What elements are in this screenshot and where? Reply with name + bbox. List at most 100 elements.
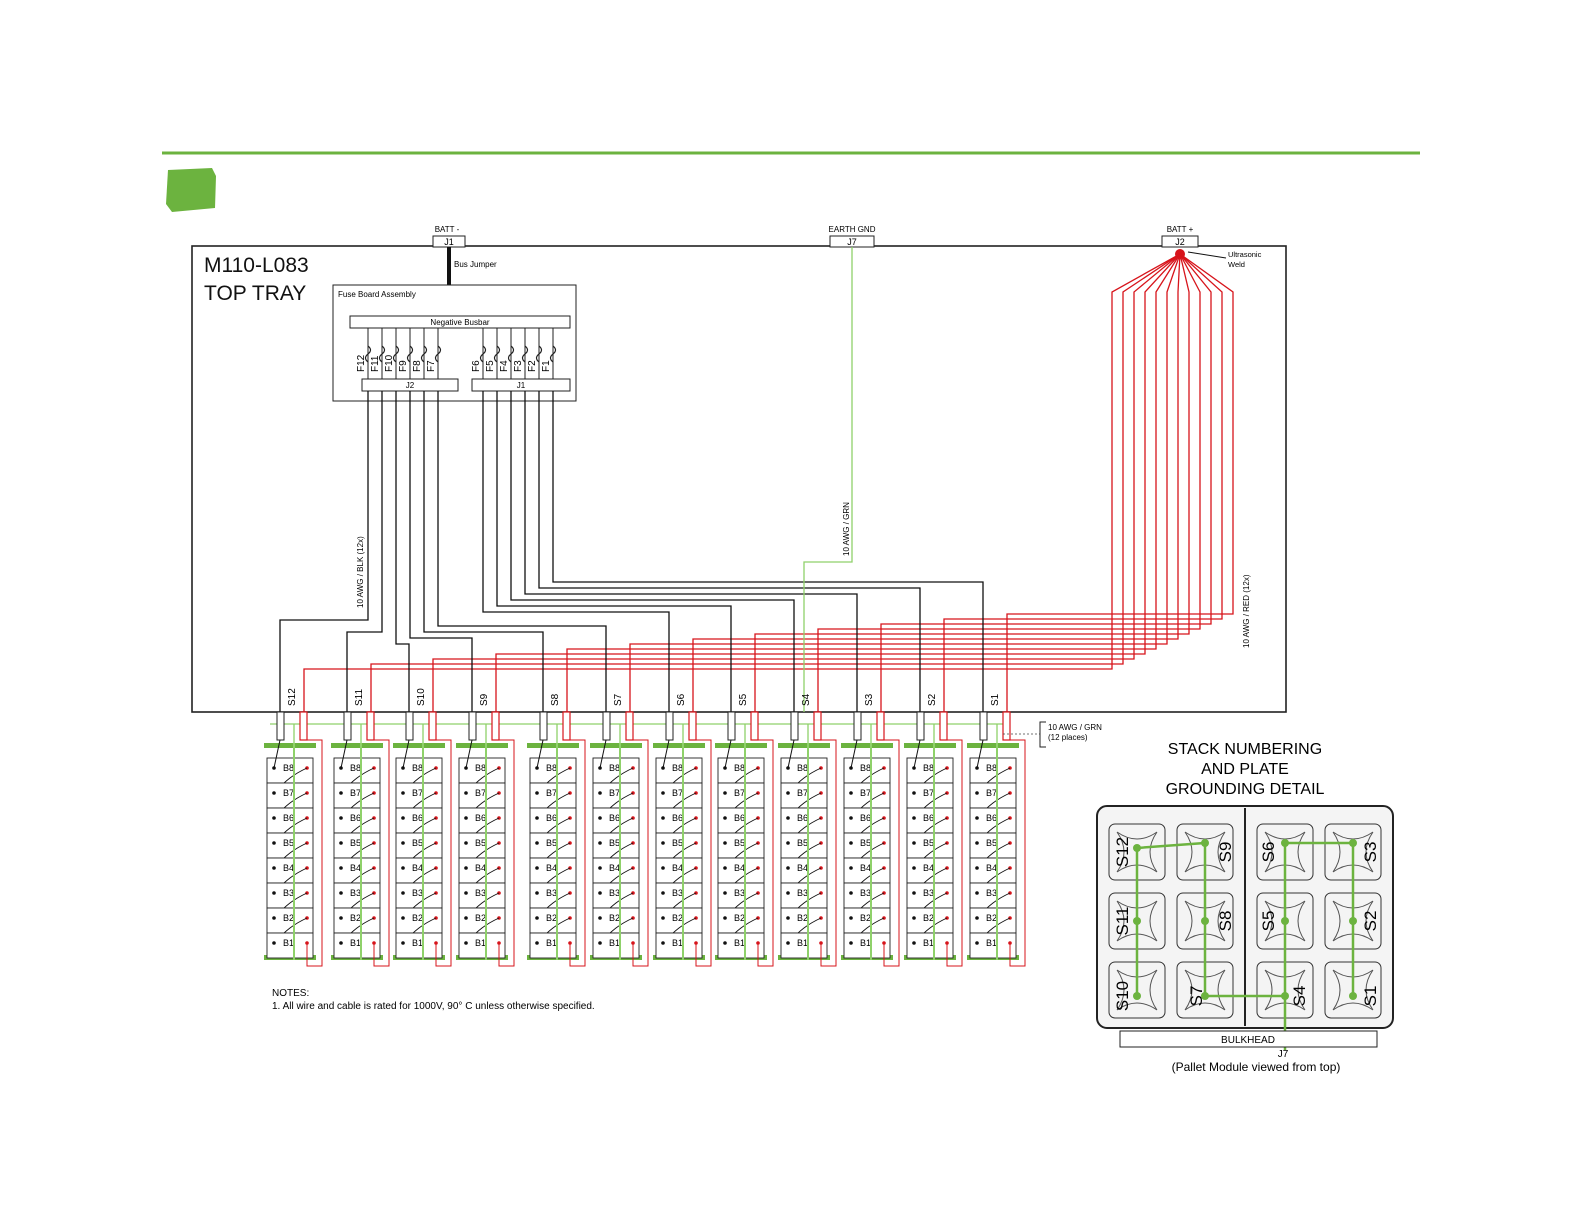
- battery-cell: [906, 932, 954, 959]
- cell-negative-terminal: [723, 916, 727, 920]
- cell-negative-terminal: [912, 866, 916, 870]
- cell-negative-terminal: [849, 816, 853, 820]
- stack-plate-top: [715, 743, 767, 748]
- battery-label: B6: [923, 813, 934, 823]
- cell-negative-terminal: [464, 941, 468, 945]
- battery-label: B7: [923, 788, 934, 798]
- fuse-label: F8: [412, 360, 423, 372]
- battery-label: B1: [609, 938, 620, 948]
- battery-label: B3: [412, 888, 423, 898]
- cell-negative-terminal: [975, 891, 979, 895]
- pallet-stack-label: S8: [1216, 911, 1235, 932]
- cell-negative-terminal: [464, 816, 468, 820]
- cell-negative-terminal: [339, 941, 343, 945]
- battery-label: B5: [672, 838, 683, 848]
- cell-negative-terminal: [535, 891, 539, 895]
- battery-cell: [458, 807, 506, 834]
- cell-negative-terminal: [975, 816, 979, 820]
- battery-label: B7: [734, 788, 745, 798]
- stack-positive-lead: [373, 739, 390, 967]
- stack-label: S5: [738, 693, 749, 706]
- stack-positive-lead: [632, 739, 649, 967]
- negative-post: [916, 711, 925, 741]
- weld-label: Weld: [1228, 260, 1245, 269]
- battery-cell: [655, 807, 703, 834]
- cell-negative-terminal: [661, 791, 665, 795]
- negative-post: [276, 711, 285, 741]
- red-wire: [1006, 253, 1234, 712]
- fuse-symbol: [479, 345, 487, 363]
- battery-label: B2: [546, 913, 557, 923]
- red-wire: [566, 253, 1181, 712]
- battery-label: B2: [672, 913, 683, 923]
- battery-cell: [717, 832, 765, 859]
- battery-cell: [333, 857, 381, 884]
- cell-negative-terminal: [598, 816, 602, 820]
- battery-cell: [395, 857, 443, 884]
- battery-label: B3: [283, 888, 294, 898]
- positive-post: [366, 711, 375, 741]
- battery-label: B1: [283, 938, 294, 948]
- pallet-stack-label: S1: [1361, 986, 1380, 1007]
- battery-label: B3: [797, 888, 808, 898]
- positive-post: [688, 711, 697, 741]
- battery-cell: [780, 882, 828, 909]
- stack-plate-top: [264, 743, 316, 748]
- battery-cell: [458, 932, 506, 959]
- stack-negative-lead: [976, 739, 984, 769]
- stack-plate-top: [653, 743, 705, 748]
- cell-negative-terminal: [401, 816, 405, 820]
- cell-negative-terminal: [535, 866, 539, 870]
- fuse-symbol: [493, 345, 501, 363]
- battery-label: B6: [475, 813, 486, 823]
- stack-label: S6: [676, 693, 687, 706]
- stack-label: S11: [354, 689, 365, 706]
- battery-label: B6: [672, 813, 683, 823]
- stack-plate-top: [904, 743, 956, 748]
- stack-label: S8: [550, 693, 561, 706]
- stack-plate-top: [841, 743, 893, 748]
- cell-negative-terminal: [849, 791, 853, 795]
- battery-cell: [969, 932, 1017, 959]
- battery-cell: [395, 807, 443, 834]
- battery-cell: [843, 782, 891, 809]
- cell-negative-terminal: [723, 891, 727, 895]
- cell-negative-terminal: [272, 941, 276, 945]
- battery-label: B3: [475, 888, 486, 898]
- battery-label: B4: [546, 863, 557, 873]
- battery-cell: [266, 932, 314, 959]
- battery-label: B7: [412, 788, 423, 798]
- pallet-stack-label: S10: [1113, 981, 1132, 1011]
- cell-negative-terminal: [464, 866, 468, 870]
- stack-positive-lead: [498, 739, 515, 967]
- battery-label: B2: [350, 913, 361, 923]
- fuse-label: F9: [398, 360, 409, 372]
- cell-negative-terminal: [464, 791, 468, 795]
- stack-positive-lead: [695, 739, 712, 967]
- pallet-ground-node: [1281, 917, 1289, 925]
- battery-cell: [395, 932, 443, 959]
- red-wire: [370, 253, 1181, 712]
- positive-post: [1002, 711, 1011, 741]
- battery-label: B4: [609, 863, 620, 873]
- battery-label: B8: [609, 763, 620, 773]
- batt-neg-connector: BATT - J1: [432, 225, 466, 248]
- battery-cell: [458, 857, 506, 884]
- cell-negative-terminal: [272, 791, 276, 795]
- battery-cell: [655, 857, 703, 884]
- red-wire: [495, 253, 1181, 712]
- battery-label: B8: [412, 763, 423, 773]
- cell-negative-terminal: [912, 916, 916, 920]
- stack-negative-lead: [536, 739, 544, 769]
- battery-cell: [655, 832, 703, 859]
- battery-label: B6: [412, 813, 423, 823]
- battery-label: B7: [283, 788, 294, 798]
- notes-heading: NOTES:: [272, 988, 309, 999]
- cell-negative-terminal: [464, 891, 468, 895]
- battery-cell: [906, 782, 954, 809]
- battery-label: B3: [860, 888, 871, 898]
- positive-post: [299, 711, 308, 741]
- battery-label: B6: [350, 813, 361, 823]
- battery-cell: [529, 882, 577, 909]
